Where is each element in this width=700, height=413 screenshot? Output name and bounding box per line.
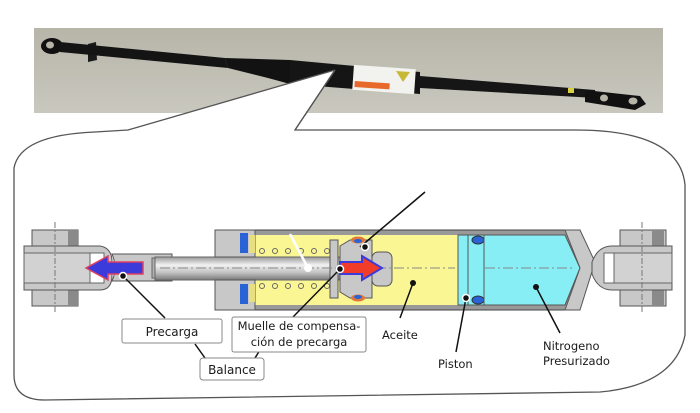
rod-seal-gland: [214, 229, 256, 311]
warning-sticker: [352, 64, 416, 95]
leader-dots: [118, 242, 539, 303]
strut-photo: [34, 28, 663, 113]
free-piston: [457, 234, 485, 306]
leader-nitrogeno: [535, 286, 561, 334]
nitrogen-chamber: [483, 234, 581, 306]
leader-valve: [359, 191, 426, 248]
balance-box: [199, 357, 265, 381]
label-balance: Balance: [208, 363, 256, 377]
label-piston: Piston: [438, 357, 473, 371]
leader-spring-white: [288, 233, 310, 269]
right-clevis: [591, 222, 673, 312]
leader-lines: [122, 191, 561, 359]
leader-aceite: [399, 282, 414, 319]
leader-precarga: [122, 275, 166, 319]
balance-arrow-right: [339, 254, 384, 282]
left-clevis: [23, 222, 113, 312]
photo-yellow-mark: [568, 88, 574, 93]
compensation-spring: [259, 248, 330, 289]
photo-left-shaft: [60, 42, 228, 68]
label-aceite: Aceite: [382, 328, 418, 342]
muelle-box: [231, 316, 367, 353]
label-muelle-line2: ción de precarga: [251, 335, 348, 349]
label-nitrogeno-line2: Presurizado: [543, 354, 610, 368]
label-precarga: Precarga: [146, 325, 199, 339]
photo-right-shaft: [420, 76, 596, 98]
photo-right-eye: [585, 90, 646, 110]
cylinder-end-cap: [564, 229, 596, 311]
callout-pointer-right: [294, 69, 336, 131]
leader-muelle: [291, 268, 341, 319]
photo-cone: [225, 58, 305, 84]
label-nitrogeno-line1: Nitrogeno: [543, 339, 600, 353]
preload-arrow-left: [84, 254, 144, 282]
leader-piston: [455, 297, 467, 353]
label-muelle-line1: Muelle de compensa-: [238, 319, 361, 333]
precarga-box: [121, 318, 223, 344]
